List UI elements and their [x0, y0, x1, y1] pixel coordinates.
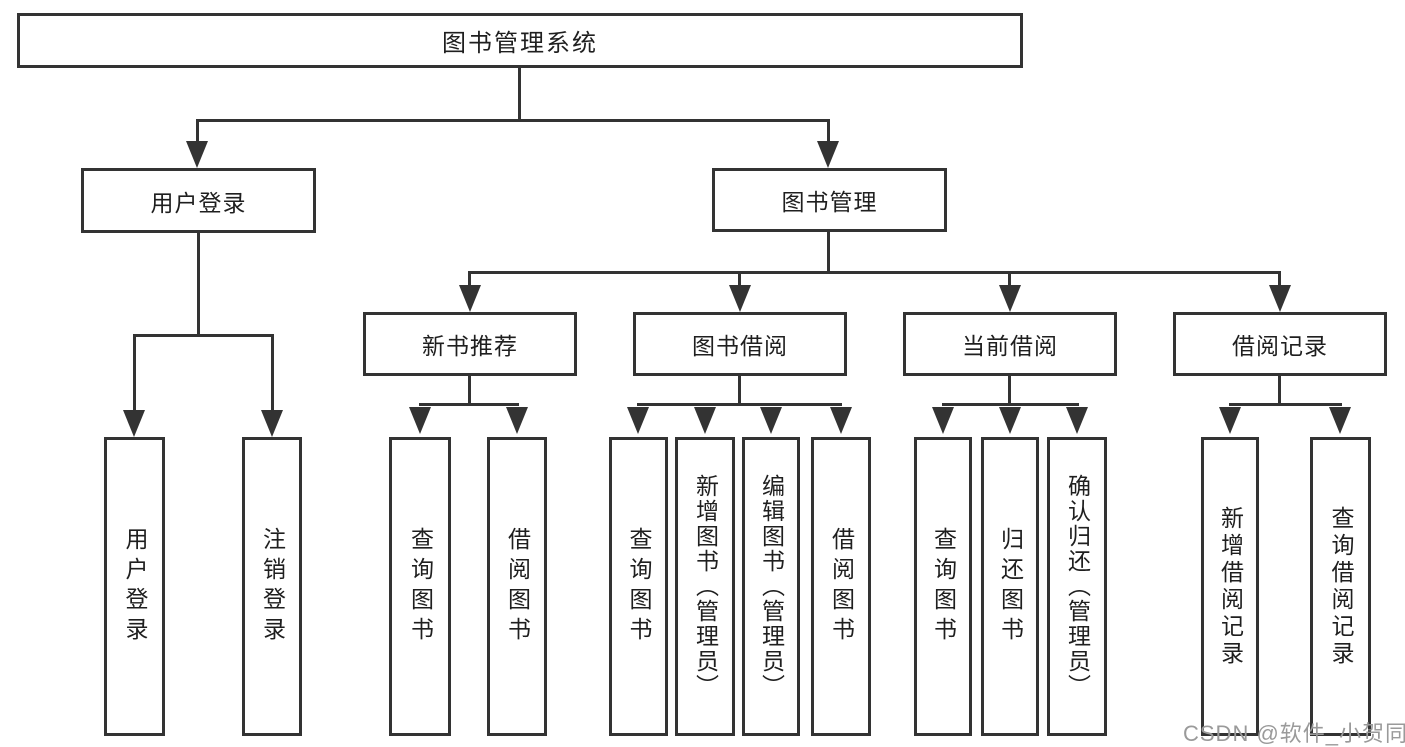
connector-line [738, 271, 741, 285]
leaf-return-book: 归还图书 [981, 437, 1039, 736]
arrow-down-icon [932, 407, 954, 434]
connector-line [196, 119, 830, 122]
connector-line [1278, 376, 1281, 406]
connector-line [637, 403, 842, 406]
arrow-down-icon [1219, 407, 1241, 434]
connector-line [196, 119, 199, 144]
leaf-borrow-books-recommend: 借阅图书 [487, 437, 547, 736]
leaf-query-books-recommend: 查询图书 [389, 437, 451, 736]
connector-line [1229, 403, 1342, 406]
arrow-down-icon [830, 407, 852, 434]
node-label: 借阅记录 [1232, 333, 1328, 359]
leaf-edit-book-admin: 编辑图书（管理员） [742, 437, 800, 736]
leaf-label: 查询借阅记录 [1328, 505, 1354, 668]
node-library-management-system: 图书管理系统 [17, 13, 1023, 68]
connector-line [1008, 376, 1011, 406]
node-label: 图书管理 [781, 189, 878, 215]
connector-line [419, 403, 519, 406]
node-book-borrow: 图书借阅 [633, 312, 847, 376]
leaf-label: 查询图书 [626, 526, 652, 647]
arrow-down-icon [999, 407, 1021, 434]
node-label: 用户登录 [150, 189, 247, 216]
arrow-down-icon [261, 410, 283, 437]
leaf-label: 查询图书 [407, 526, 434, 647]
connector-line [197, 233, 200, 337]
leaf-query-books-borrow: 查询图书 [609, 437, 668, 736]
arrow-down-icon [729, 285, 751, 312]
leaf-label: 注销登录 [259, 526, 286, 647]
leaf-label: 编辑图书（管理员） [758, 474, 785, 699]
leaf-label: 查询图书 [930, 526, 957, 647]
arrow-down-icon [760, 407, 782, 434]
connector-line [1278, 271, 1281, 285]
leaf-add-book-admin: 新增图书（管理员） [675, 437, 735, 736]
node-label: 图书管理系统 [442, 30, 598, 57]
node-label: 当前借阅 [962, 333, 1058, 359]
connector-line [738, 376, 741, 406]
leaf-logout: 注销登录 [242, 437, 302, 736]
connector-line [518, 68, 521, 122]
connector-line [827, 232, 830, 274]
arrow-down-icon [694, 407, 716, 434]
node-user-login: 用户登录 [81, 168, 316, 233]
leaf-query-books-current: 查询图书 [914, 437, 972, 736]
leaf-label: 借阅图书 [504, 526, 531, 647]
arrow-down-icon [1269, 285, 1291, 312]
leaf-confirm-return-admin: 确认归还（管理员） [1047, 437, 1107, 736]
connector-line [468, 271, 471, 285]
leaf-query-borrow-record: 查询借阅记录 [1310, 437, 1371, 736]
leaf-label: 归还图书 [997, 526, 1024, 647]
connector-line [133, 334, 274, 337]
node-book-management: 图书管理 [712, 168, 947, 232]
arrow-down-icon [1329, 407, 1351, 434]
leaf-label: 新增借阅记录 [1217, 505, 1244, 668]
connector-line [1008, 271, 1011, 285]
connector-line [133, 334, 136, 411]
arrow-down-icon [459, 285, 481, 312]
leaf-add-borrow-record: 新增借阅记录 [1201, 437, 1259, 736]
arrow-down-icon [186, 141, 208, 168]
leaf-label: 确认归还（管理员） [1064, 474, 1091, 699]
node-label: 图书借阅 [692, 333, 788, 359]
leaf-label: 新增图书（管理员） [692, 474, 719, 699]
node-borrow-records: 借阅记录 [1173, 312, 1387, 376]
arrow-down-icon [123, 410, 145, 437]
leaf-label: 借阅图书 [828, 526, 855, 647]
node-label: 新书推荐 [422, 333, 518, 359]
leaf-borrow-books: 借阅图书 [811, 437, 871, 736]
arrow-down-icon [627, 407, 649, 434]
node-current-borrow: 当前借阅 [903, 312, 1117, 376]
connector-line [827, 119, 830, 144]
leaf-user-login: 用户登录 [104, 437, 165, 736]
leaf-label: 用户登录 [122, 526, 148, 647]
connector-line [271, 334, 274, 411]
node-new-book-recommend: 新书推荐 [363, 312, 577, 376]
arrow-down-icon [1066, 407, 1088, 434]
arrow-down-icon [409, 407, 431, 434]
arrow-down-icon [506, 407, 528, 434]
arrow-down-icon [817, 141, 839, 168]
connector-line [468, 376, 471, 406]
arrow-down-icon [999, 285, 1021, 312]
connector-line [468, 271, 1281, 274]
connector-line [942, 403, 1079, 406]
watermark: CSDN @软件_小贺同学 [1183, 721, 1405, 746]
